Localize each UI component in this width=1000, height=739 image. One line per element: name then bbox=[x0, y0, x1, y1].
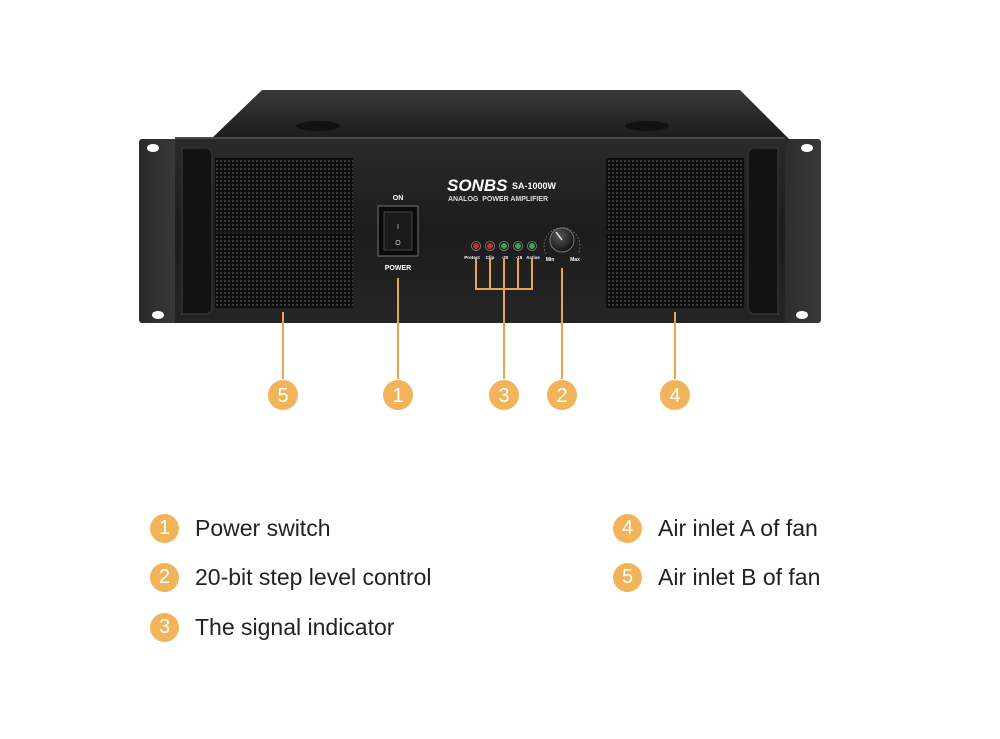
led-label: -15 bbox=[516, 255, 523, 260]
callout-number: 4 bbox=[669, 385, 680, 407]
legend-item-power-switch: 1 Power switch bbox=[150, 514, 330, 543]
switch-mark-off: O bbox=[395, 240, 401, 247]
legend-item-air-inlet-a: 4 Air inlet A of fan bbox=[613, 514, 818, 543]
callout-number: 2 bbox=[556, 385, 567, 407]
led-indicator bbox=[487, 243, 493, 249]
amplifier-subtitle: ANALOG POWER AMPLIFIER bbox=[448, 196, 548, 203]
switch-power-label: POWER bbox=[385, 265, 411, 272]
led-label: Protect bbox=[464, 255, 480, 260]
top-vent-right bbox=[625, 121, 669, 131]
knob-scale bbox=[543, 227, 581, 255]
legend-number: 2 bbox=[150, 563, 179, 592]
power-switch[interactable]: I O bbox=[377, 205, 419, 257]
legend-text: 20-bit step level control bbox=[195, 564, 432, 590]
ear-hole bbox=[796, 311, 808, 319]
knob-max-label: Max bbox=[570, 257, 580, 263]
legend-text: Air inlet A of fan bbox=[658, 515, 818, 541]
legend-number: 3 bbox=[150, 613, 179, 642]
legend-item-level-control: 2 20-bit step level control bbox=[150, 563, 432, 592]
led-label: Active bbox=[526, 255, 540, 260]
led-label: Clip bbox=[486, 255, 495, 260]
legend-number: 1 bbox=[150, 514, 179, 543]
legend-number: 5 bbox=[613, 563, 642, 592]
chassis-top bbox=[210, 90, 790, 140]
legend-item-air-inlet-b: 5 Air inlet B of fan bbox=[613, 563, 820, 592]
callout-markers: 5 1 3 2 4 bbox=[268, 380, 690, 410]
handle-left bbox=[181, 147, 213, 315]
legend-number: 4 bbox=[613, 514, 642, 543]
led-indicator bbox=[515, 243, 521, 249]
led-label: -20 bbox=[502, 255, 509, 260]
top-vent-left bbox=[296, 121, 340, 131]
handle-right bbox=[747, 147, 779, 315]
callout-circle bbox=[547, 380, 577, 410]
led-indicator bbox=[529, 243, 535, 249]
callout-circle bbox=[489, 380, 519, 410]
knob-min-label: Min bbox=[546, 257, 555, 263]
legend-text: The signal indicator bbox=[195, 614, 395, 640]
legend-text: Air inlet B of fan bbox=[658, 564, 821, 590]
callout-circle bbox=[660, 380, 690, 410]
callout-circle bbox=[383, 380, 413, 410]
callout-number: 1 bbox=[392, 385, 403, 407]
ear-hole bbox=[147, 144, 159, 152]
led-indicator bbox=[473, 243, 479, 249]
switch-mark-on: I bbox=[397, 224, 399, 231]
callout-number: 3 bbox=[498, 385, 509, 407]
brand-logo: SONBS bbox=[447, 176, 508, 195]
rack-ear-right bbox=[779, 139, 821, 323]
legend-item-signal-indicator: 3 The signal indicator bbox=[150, 613, 394, 642]
callout-number: 5 bbox=[277, 385, 288, 407]
switch-on-label: ON bbox=[393, 195, 404, 202]
leader-lines bbox=[282, 258, 676, 379]
rack-ear-left bbox=[139, 139, 181, 323]
led-indicator bbox=[501, 243, 507, 249]
ear-hole bbox=[152, 311, 164, 319]
level-control-knob[interactable] bbox=[549, 227, 575, 253]
model-label: SA-1000W bbox=[512, 181, 557, 191]
ear-hole bbox=[801, 144, 813, 152]
legend-text: Power switch bbox=[195, 515, 331, 541]
callout-circle bbox=[268, 380, 298, 410]
